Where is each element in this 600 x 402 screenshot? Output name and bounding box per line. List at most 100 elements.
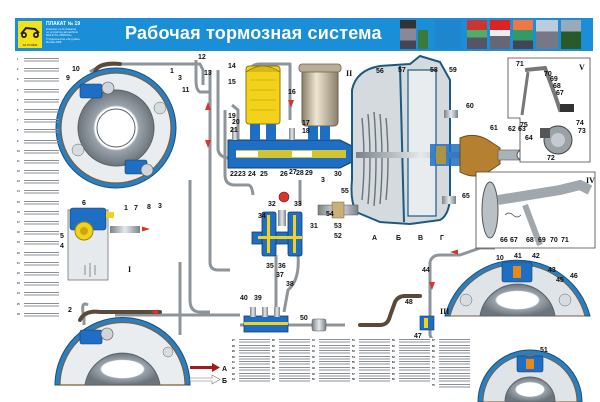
brake-lines [81, 60, 495, 344]
legend-item-text-block [359, 378, 390, 383]
legend-item: 52 [352, 344, 390, 351]
callout-front-drum: 3 [178, 75, 182, 82]
chamber-label-b: Б [396, 235, 401, 242]
legend-item: 10 [17, 149, 59, 155]
magazine-cover [418, 30, 428, 49]
callout-master-cylinder: 15 [228, 79, 236, 86]
legend-item-number: 16 [17, 210, 20, 214]
callout-rear: 42 [532, 253, 540, 260]
meta-line: Москва 2008 [46, 40, 62, 44]
legend-item-number: 14 [17, 190, 20, 194]
legend-item: 72 [432, 366, 470, 373]
legend-item-text-block [24, 241, 59, 247]
view-label-i: I [128, 265, 131, 274]
legend-item-text-block [24, 292, 59, 298]
legend-item: 38 [272, 355, 310, 362]
legend-item: 45 [312, 350, 350, 356]
legend-item-text-block [319, 355, 350, 360]
legend-item: 75 [432, 383, 470, 390]
legend-item-text-block [319, 378, 350, 383]
legend-item-text-block [439, 383, 470, 388]
warning-lamp-icon [278, 191, 290, 203]
magazine-covers [395, 20, 591, 49]
legend-item-number: 7 [17, 119, 19, 123]
view-label-ii: II [346, 69, 352, 78]
legend-item: 21 [17, 261, 59, 267]
arrow-legend-label-b: Б [222, 378, 227, 385]
arrow-legend-label-a: А [222, 366, 227, 373]
legend-item-number: 29 [232, 350, 235, 354]
legend-item-text-block [24, 180, 59, 186]
legend-item-text-block [279, 350, 310, 355]
legend-item: 26 [17, 312, 59, 318]
legend-item: 48 [312, 366, 350, 373]
callout-front-drum: 1 [170, 68, 174, 75]
legend-item-number: 34 [232, 378, 235, 382]
chamber-label-a: А [372, 235, 377, 242]
legend-item: 8 [17, 129, 59, 135]
legend-item-number: 12 [17, 170, 20, 174]
legend-item-text-block [24, 78, 59, 84]
legend-item-text-block [239, 372, 270, 377]
legend-item-number: 73 [432, 372, 435, 376]
legend-item-number: 32 [232, 366, 235, 370]
fluid-reservoir-left [245, 65, 281, 125]
legend-item-number: 50 [312, 378, 315, 382]
legend-item: 43 [312, 339, 350, 345]
pressure-regulator [251, 191, 303, 257]
legend-item-text-block [24, 58, 59, 63]
legend-item: 64 [392, 366, 430, 373]
legend-item-number: 25 [17, 302, 20, 306]
legend-item-text-block [24, 159, 59, 165]
legend-item: 5 [17, 98, 59, 104]
legend-item-text-block [439, 355, 470, 360]
legend-item: 1 [17, 58, 59, 63]
return-arrow-icon [189, 374, 221, 385]
brake-line [223, 110, 255, 196]
legend-item: 61 [392, 350, 430, 356]
legend-item-number: 74 [432, 378, 435, 382]
legend-item: 18 [17, 231, 59, 237]
callout-caliper: 6 [82, 200, 86, 207]
flow-arrow-icon [205, 102, 211, 110]
legend-item-number: 28 [232, 344, 235, 348]
legend-item: 44 [312, 344, 350, 351]
callout-caliper: 1 [124, 205, 128, 212]
legend-item: 17 [17, 221, 59, 226]
legend-item-number: 39 [272, 361, 275, 365]
legend-item: 6 [17, 108, 59, 114]
legend-item-number: 20 [17, 251, 20, 255]
fluid-reservoir-right [301, 67, 339, 127]
brake-line [428, 246, 495, 263]
pressure-arrow-icon [190, 363, 220, 372]
view-v-pedal-inset [507, 57, 591, 163]
legend-item-number: 66 [392, 378, 395, 382]
callout-caliper: 3 [158, 203, 162, 210]
legend-item-number: 8 [17, 129, 19, 133]
callout-master-cylinder: 26 [280, 171, 288, 178]
poster-header: ЗА РУЛЁМ ПЛАКАТ № 19 Комплект из 20 плак… [15, 18, 593, 51]
legend-item-number: 35 [272, 339, 275, 342]
legend-item-number: 67 [432, 339, 435, 342]
master-cylinder-assembly [227, 63, 361, 169]
brake-line [194, 60, 210, 94]
legend-item-number: 2 [17, 68, 19, 72]
legend-item-text-block [359, 355, 390, 360]
legend-item: 9 [17, 139, 59, 145]
legend-item-text-block [319, 372, 350, 377]
callout-master-cylinder: 14 [228, 63, 236, 70]
meta-line: ВАЗ-2170 «ПРИОРА» [46, 34, 72, 38]
legend-item-text-block [24, 251, 59, 257]
legend-item-number: 13 [17, 180, 20, 184]
car-logo-icon [20, 26, 40, 38]
legend-item: 16 [17, 210, 59, 216]
legend-item: 7 [17, 119, 59, 125]
legend-item: 66 [392, 378, 430, 384]
legend-item-text-block [359, 339, 390, 343]
legend-item-text-block [24, 200, 59, 206]
legend-item-number: 21 [17, 261, 20, 265]
legend-item: 51 [352, 339, 390, 345]
callout-tee: 50 [300, 315, 308, 322]
